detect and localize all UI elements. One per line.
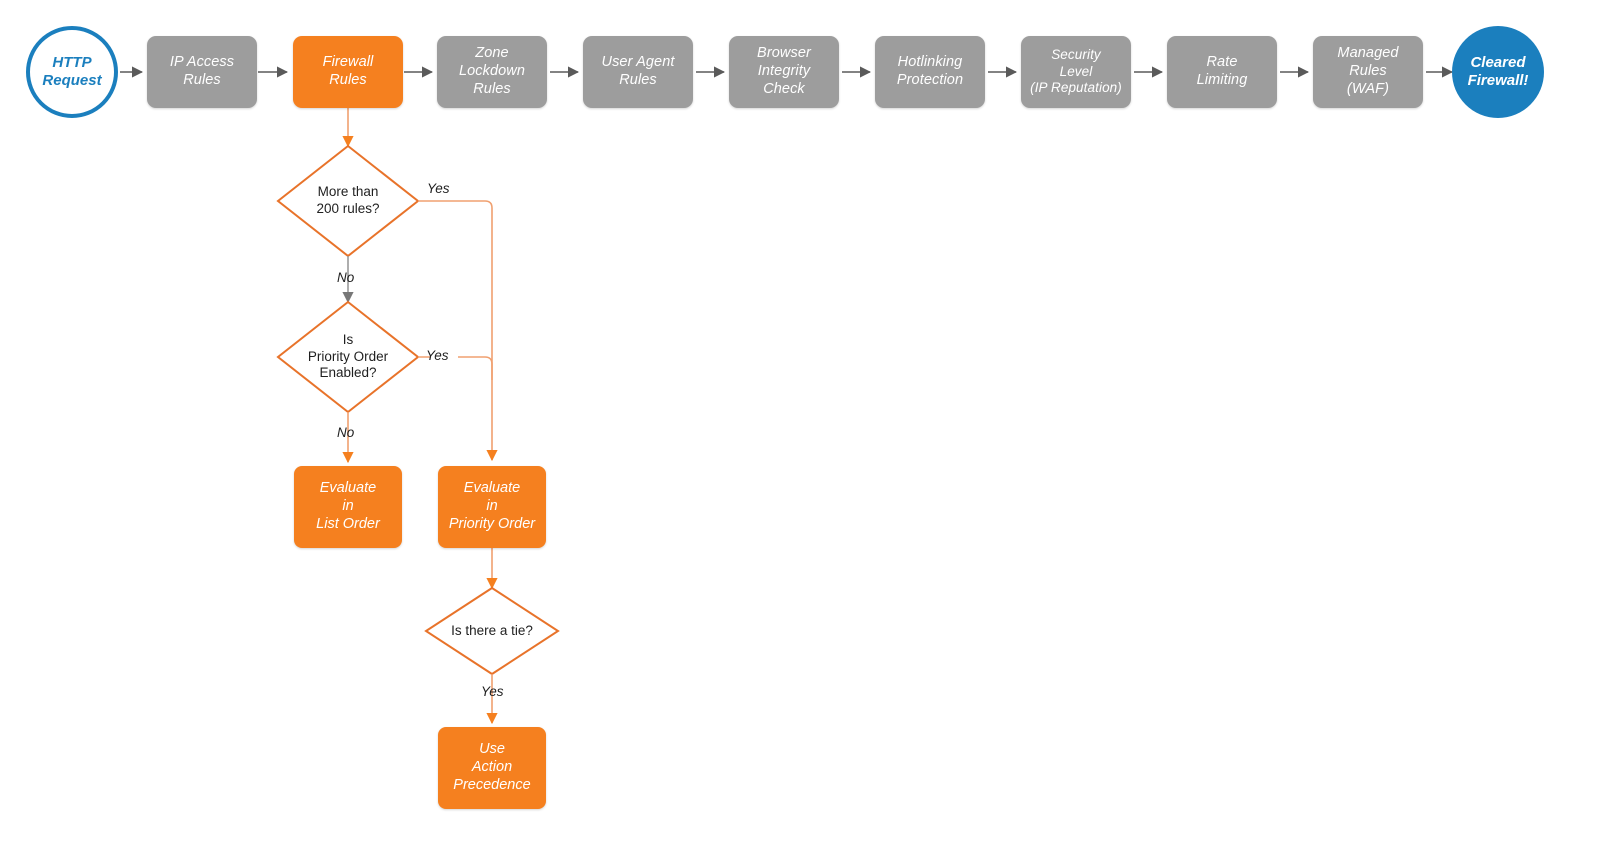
pipeline-node-security-level[interactable]: Security Level (IP Reputation)	[1021, 36, 1131, 108]
pipeline-node-hotlinking-protection[interactable]: Hotlinking Protection	[875, 36, 985, 108]
result-node-use-action-precedence[interactable]: Use Action Precedence	[438, 727, 546, 809]
edge-label-rules-no: No	[337, 270, 355, 285]
edge-label-priority-yes: Yes	[426, 348, 449, 363]
decision-label-more-than-200-rules[interactable]: More than 200 rules?	[316, 184, 380, 216]
pipeline-node-firewall-rules[interactable]: Firewall Rules	[293, 36, 403, 108]
edge-label-rules-yes: Yes	[427, 181, 450, 196]
pipeline-node-zone-lockdown-rules[interactable]: Zone Lockdown Rules	[437, 36, 547, 108]
pipeline-node-browser-integrity-check[interactable]: Browser Integrity Check	[729, 36, 839, 108]
pipeline-node-http-request[interactable]: HTTP Request	[26, 26, 118, 118]
result-node-evaluate-list-order[interactable]: Evaluate in List Order	[294, 466, 402, 548]
pipeline-node-rate-limiting[interactable]: Rate Limiting	[1167, 36, 1277, 108]
pipeline-node-managed-rules-waf[interactable]: Managed Rules (WAF)	[1313, 36, 1423, 108]
decision-label-is-there-a-tie[interactable]: Is there a tie?	[451, 622, 533, 638]
edge-rules-yes	[418, 200, 498, 462]
edge-label-priority-no: No	[337, 425, 355, 440]
pipeline-node-ip-access-rules[interactable]: IP Access Rules	[147, 36, 257, 108]
result-node-evaluate-priority-order[interactable]: Evaluate in Priority Order	[438, 466, 546, 548]
edge-priority-yes	[418, 356, 493, 380]
pipeline-node-cleared-firewall[interactable]: Cleared Firewall!	[1452, 26, 1544, 118]
edge-label-tie-yes: Yes	[481, 684, 504, 699]
decision-label-priority-order-enabled[interactable]: Is Priority Order Enabled?	[307, 331, 389, 381]
pipeline-node-user-agent-rules[interactable]: User Agent Rules	[583, 36, 693, 108]
